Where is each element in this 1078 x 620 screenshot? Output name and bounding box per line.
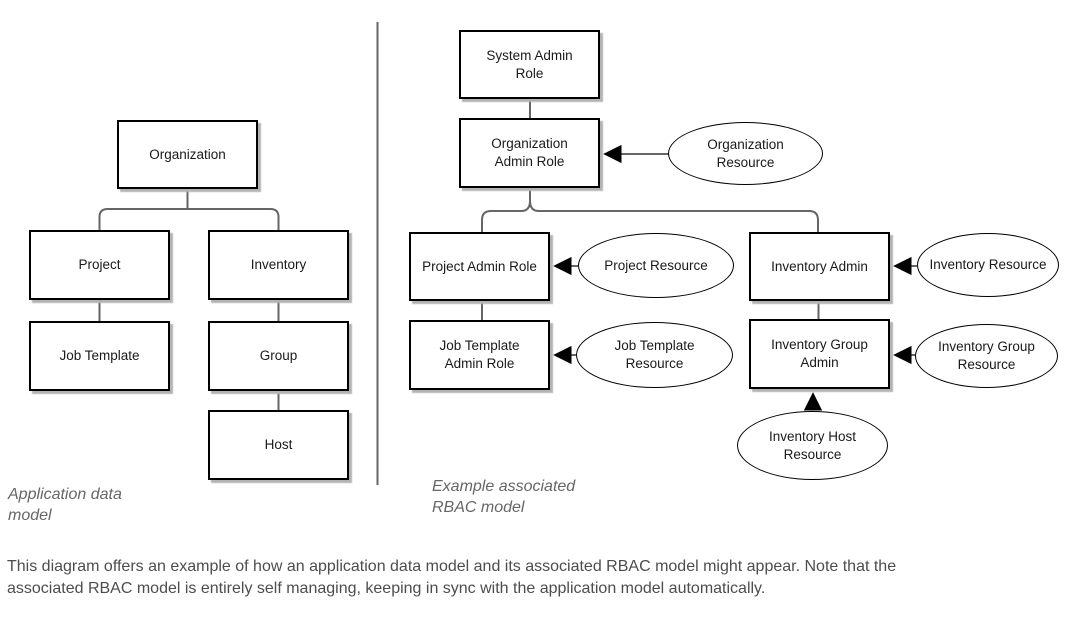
node-organization: Organization bbox=[117, 120, 258, 189]
node-project: Project bbox=[29, 230, 170, 300]
ellipse-inventory-resource: Inventory Resource bbox=[917, 233, 1059, 297]
node-project-admin-role: Project Admin Role bbox=[409, 232, 550, 301]
caption-application-data-model: Application data model bbox=[8, 486, 122, 524]
ellipse-project-resource: Project Resource bbox=[578, 233, 734, 298]
ellipse-inventory-host-resource: Inventory Host Resource bbox=[737, 411, 888, 480]
caption-rbac-model: Example associated RBAC model bbox=[432, 478, 576, 516]
node-system-admin-role: System Admin Role bbox=[459, 30, 600, 99]
ellipse-job-template-resource: Job Template Resource bbox=[576, 322, 733, 388]
node-host: Host bbox=[208, 410, 349, 480]
node-inventory-group-admin: Inventory Group Admin bbox=[749, 319, 890, 389]
node-group: Group bbox=[208, 321, 349, 391]
node-job-template: Job Template bbox=[29, 321, 170, 391]
node-inventory-admin: Inventory Admin bbox=[749, 232, 890, 301]
node-inventory: Inventory bbox=[208, 230, 349, 300]
ellipse-inventory-group-resource: Inventory Group Resource bbox=[915, 324, 1058, 388]
diagram-description: This diagram offers an example of how an… bbox=[7, 558, 897, 597]
node-job-template-admin-role: Job Template Admin Role bbox=[409, 320, 550, 390]
ellipse-organization-resource: Organization Resource bbox=[668, 122, 823, 185]
node-organization-admin-role: Organization Admin Role bbox=[459, 118, 600, 188]
